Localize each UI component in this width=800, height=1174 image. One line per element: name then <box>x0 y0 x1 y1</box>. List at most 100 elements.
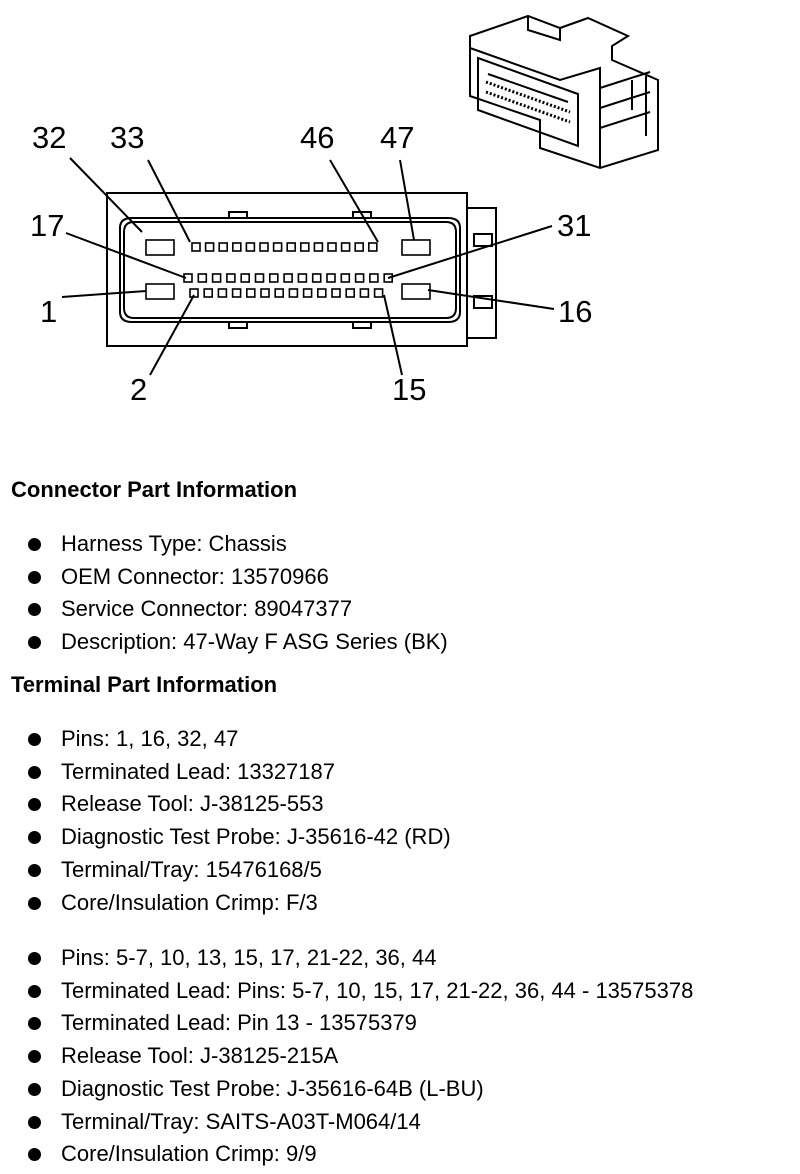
cavity-small <box>316 288 327 298</box>
list-item: Core/Insulation Crimp: 9/9 <box>28 1138 693 1171</box>
list-item: Release Tool: J-38125-553 <box>28 788 451 821</box>
connector-face-diagram: 32 33 46 47 17 31 1 16 2 15 <box>30 14 659 407</box>
list-item: Description: 47-Way F ASG Series (BK) <box>28 626 448 659</box>
cavity-small <box>373 288 384 298</box>
cavity-small <box>245 242 256 252</box>
cavity-small <box>191 242 201 252</box>
bullet-icon <box>28 733 41 746</box>
list-item: OEM Connector: 13570966 <box>28 561 448 594</box>
bullet-icon <box>28 636 41 650</box>
cavity-large <box>145 283 175 300</box>
list-item-text: Terminated Lead: Pins: 5-7, 10, 15, 17, … <box>61 977 694 1003</box>
terminal-info-list-2: Pins: 5-7, 10, 13, 15, 17, 21-22, 36, 44… <box>28 942 693 1171</box>
pin-label-31: 31 <box>557 208 591 243</box>
bullet-icon <box>28 1017 41 1031</box>
list-item-text: Terminal/Tray: SAITS-A03T-M064/14 <box>61 1108 421 1134</box>
cavity-small <box>268 273 279 283</box>
cavity-small <box>254 273 265 283</box>
bullet-icon <box>28 984 41 998</box>
bullet-icon <box>28 952 41 965</box>
list-item-text: Pins: 5-7, 10, 13, 15, 17, 21-22, 36, 44 <box>61 945 437 970</box>
cavity-small <box>354 273 365 283</box>
cavity-small <box>367 242 378 252</box>
cavity-small <box>302 288 313 298</box>
list-item-text: Description: 47-Way F ASG Series (BK) <box>61 629 448 655</box>
cavity-small <box>313 242 324 252</box>
cavity-small <box>226 273 236 283</box>
cavity-small <box>359 288 370 298</box>
cavity-small <box>204 242 215 252</box>
list-item-text: Harness Type: Chassis <box>61 531 287 556</box>
cavity-small <box>246 288 256 298</box>
cavity-small <box>217 288 228 298</box>
cavity-small <box>345 288 356 298</box>
bullet-icon <box>28 603 41 617</box>
list-item: Diagnostic Test Probe: J-35616-42 (RD) <box>28 821 451 854</box>
connector-housing <box>106 192 497 347</box>
list-item: Terminated Lead: 13327187 <box>28 756 451 789</box>
list-item-text: Service Connector: 89047377 <box>61 596 353 622</box>
cavity-small <box>340 273 351 283</box>
list-item: Terminal/Tray: SAITS-A03T-M064/14 <box>28 1106 693 1139</box>
pin-labels: 32 33 46 47 17 31 1 16 2 15 <box>30 120 592 407</box>
list-item: Terminated Lead: Pin 13 - 13575379 <box>28 1007 693 1040</box>
list-item-text: Terminal/Tray: 15476168/5 <box>61 856 322 882</box>
list-item-text: Diagnostic Test Probe: J-35616-42 (RD) <box>61 824 451 850</box>
cavity-small <box>197 273 208 283</box>
pin-label-2: 2 <box>130 372 147 407</box>
list-item: Pins: 1, 16, 32, 47 <box>28 723 451 756</box>
list-item: Terminal/Tray: 15476168/5 <box>28 854 451 887</box>
cavity-small <box>297 273 308 283</box>
pin-label-32: 32 <box>32 120 66 155</box>
cavity-small <box>203 288 213 298</box>
bullet-icon <box>28 570 41 584</box>
cavity-small <box>260 288 270 298</box>
bullet-icon <box>28 798 41 812</box>
pin-label-33: 33 <box>110 120 144 155</box>
list-item-text: Terminated Lead: Pin 13 - 13575379 <box>61 1010 417 1036</box>
cavity-small <box>369 273 379 283</box>
cavity-small <box>272 242 283 252</box>
bullet-icon <box>28 1115 41 1129</box>
cavity-small <box>240 273 250 283</box>
bullet-icon <box>28 1148 41 1162</box>
cavity-small <box>299 242 310 252</box>
bullet-icon <box>28 1050 41 1064</box>
cavity-large <box>145 239 175 256</box>
cavity-small <box>283 273 293 283</box>
cavity-small <box>311 273 322 283</box>
list-item: Harness Type: Chassis <box>28 528 448 561</box>
bullet-icon <box>28 863 41 877</box>
bullet-icon <box>28 1082 41 1096</box>
pin-label-17: 17 <box>30 208 64 243</box>
cavity-small <box>286 242 297 252</box>
leader-lines <box>61 157 555 376</box>
list-item-text: Terminated Lead: 13327187 <box>61 758 335 784</box>
cavity-large <box>401 239 431 256</box>
bullet-icon <box>28 831 41 845</box>
cavity-small <box>274 288 285 298</box>
connector-3d-icon <box>469 14 659 170</box>
list-item-text: Diagnostic Test Probe: J-35616-64B (L-BU… <box>61 1075 484 1101</box>
bullet-icon <box>28 896 41 910</box>
cavity-large <box>401 283 431 300</box>
cavity-small <box>288 288 299 298</box>
list-item-text: OEM Connector: 13570966 <box>61 563 329 589</box>
cavity-small <box>231 288 242 298</box>
list-item: Release Tool: J-38125-215A <box>28 1040 693 1073</box>
list-item: Pins: 5-7, 10, 13, 15, 17, 21-22, 36, 44 <box>28 942 693 975</box>
bullet-icon <box>28 765 41 779</box>
cavity-small <box>331 288 341 298</box>
pin-label-47: 47 <box>380 120 414 155</box>
list-item-text: Core/Insulation Crimp: 9/9 <box>61 1141 317 1167</box>
bullet-icon <box>28 538 41 551</box>
list-item-text: Release Tool: J-38125-553 <box>61 791 324 817</box>
cavity-small <box>218 242 228 252</box>
list-item-text: Core/Insulation Crimp: F/3 <box>61 889 318 915</box>
cavity-small <box>340 242 351 252</box>
list-item: Service Connector: 89047377 <box>28 593 448 626</box>
pin-label-15: 15 <box>392 372 426 407</box>
cavity-small <box>327 242 337 252</box>
